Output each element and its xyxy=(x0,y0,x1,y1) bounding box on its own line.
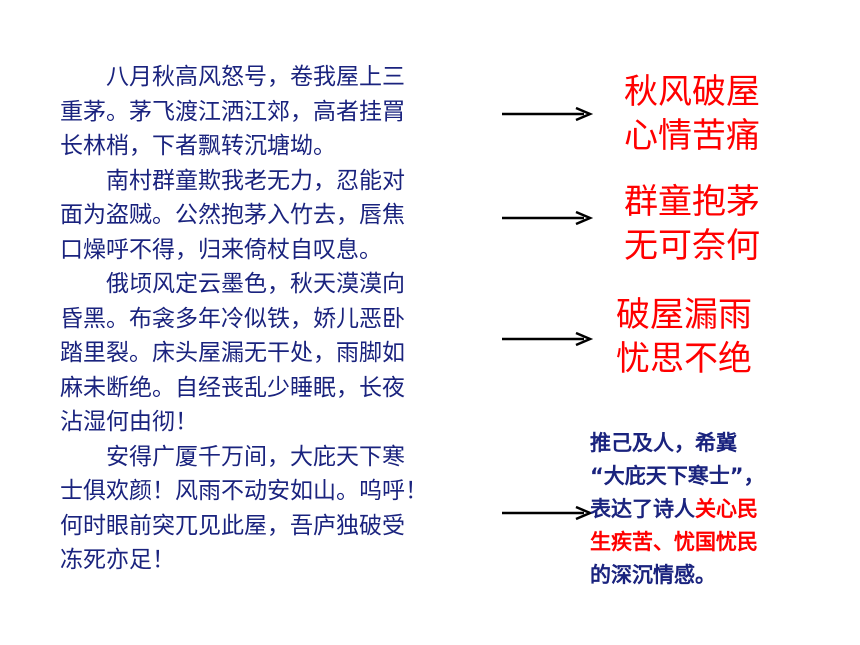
conclusion-block: 推己及人，希冀 “大庇天下寒士”， 表达了诗人关心民 生疾苦、忧国忧民 的深沉情… xyxy=(590,427,840,592)
poem-line: 重茅。茅飞渡江洒江郊，高者挂罥 xyxy=(60,98,405,125)
summary-box: 秋风破屋 心情苦痛 xyxy=(592,70,792,158)
poem-line: 八月秋高风怒号，卷我屋上三 xyxy=(60,64,405,90)
arrow-right-icon xyxy=(502,331,594,347)
arrow-right-icon xyxy=(502,210,594,226)
poem-line: 俄顷风定云墨色，秋天漠漠向 xyxy=(60,271,405,297)
summary-line: 无可奈何 xyxy=(624,226,760,266)
poem-line: 昏黑。布衾多年冷似铁，娇儿恶卧 xyxy=(60,305,405,332)
conclusion-highlight: 关心民 xyxy=(695,497,758,521)
summary-line: 忧思不绝 xyxy=(616,339,752,379)
conclusion-text: 表达了诗人 xyxy=(590,497,695,521)
summary-box: 破屋漏雨 忧思不绝 xyxy=(584,293,784,381)
poem-line: 面为盗贼。公然抱茅入竹去，唇焦 xyxy=(60,202,405,228)
conclusion-line: 的深沉情感。 xyxy=(590,563,716,587)
poem-line: 长林梢，下者飘转沉塘坳。 xyxy=(60,133,336,159)
conclusion-line: 表达了诗人关心民 xyxy=(590,493,840,526)
summary-line: 群童抱茅 xyxy=(624,182,760,222)
summary-box: 群童抱茅 无可奈何 xyxy=(592,180,792,268)
poem-line: 冻死亦足！ xyxy=(60,547,175,573)
conclusion-highlight: 生疾苦、忧国忧民 xyxy=(590,530,758,554)
poem-line: 安得广厦千万间，大庇天下寒 xyxy=(60,443,405,470)
conclusion-line: 推己及人，希冀 xyxy=(590,431,737,455)
arrow-right-icon xyxy=(502,505,594,521)
poem-line: 南村群童欺我老无力，忍能对 xyxy=(60,167,405,194)
summary-line: 心情苦痛 xyxy=(624,116,760,156)
poem-line: 口燥呼不得，归来倚杖自叹息。 xyxy=(60,236,382,263)
poem-line: 沾湿何由彻！ xyxy=(60,409,198,435)
poem-line: 何时眼前突兀见此屋，吾庐独破受 xyxy=(60,512,405,539)
arrow-right-icon xyxy=(502,106,594,122)
poem-line: 士俱欢颜！风雨不动安如山。呜呼！ xyxy=(60,478,428,504)
summary-line: 破屋漏雨 xyxy=(616,295,752,335)
summary-line: 秋风破屋 xyxy=(624,72,760,112)
poem-line: 麻未断绝。自经丧乱少睡眠，长夜 xyxy=(60,374,405,401)
poem-line: 踏里裂。床头屋漏无干处，雨脚如 xyxy=(60,340,405,366)
poem-text-block: 八月秋高风怒号，卷我屋上三 重茅。茅飞渡江洒江郊，高者挂罥 长林梢，下者飘转沉塘… xyxy=(60,60,510,578)
conclusion-line: “大庇天下寒士”， xyxy=(590,464,765,488)
